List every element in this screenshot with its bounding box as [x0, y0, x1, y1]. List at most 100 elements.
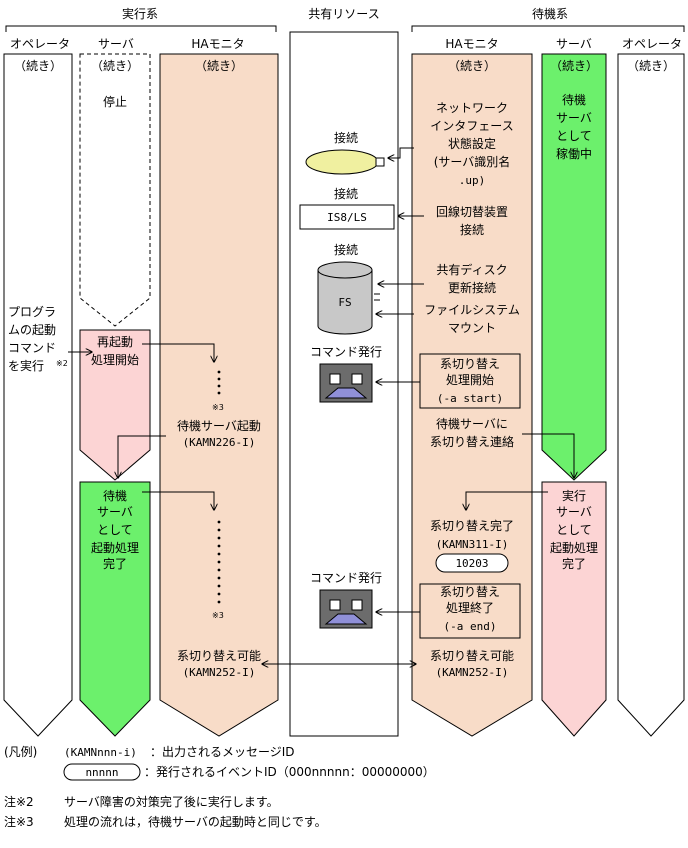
event-id-value: 10203: [455, 557, 488, 570]
svg-text:(-a end): (-a end): [444, 620, 497, 633]
svg-text:(KAMN252-I): (KAMN252-I): [436, 666, 509, 679]
svg-text:更新接続: 更新接続: [448, 280, 496, 295]
svg-text:状態設定: 状態設定: [448, 136, 496, 151]
svg-text:FS: FS: [338, 296, 351, 309]
svg-text:共有ディスク: 共有ディスク: [436, 262, 507, 277]
svg-text:ムの起動: ムの起動: [8, 323, 56, 337]
svg-text:起動処理: 起動処理: [550, 541, 598, 555]
svg-text:系切り替え: 系切り替え: [440, 585, 500, 599]
svg-text:プログラ: プログラ: [8, 305, 56, 319]
arrow-ha-to-standby: [118, 435, 166, 478]
note-2-text: サーバ障害の対策完了後に実行します。: [64, 794, 279, 809]
switch-end-label: 系切り替え 処理終了 (-a end): [440, 585, 500, 633]
left-server-standby-block: [79, 481, 151, 737]
command-icon-1: [319, 363, 373, 403]
right-server-running-label: 待機 サーバ として 稼働中: [556, 92, 592, 161]
arrow-network-state: [388, 147, 414, 158]
svg-text:稼働中: 稼働中: [556, 146, 592, 161]
left-server-stopped-lane: [79, 53, 151, 327]
svg-text:を実行: を実行: [8, 358, 44, 373]
header-active-system: 実行系: [122, 6, 158, 21]
svg-text:待機サーバに: 待機サーバに: [436, 416, 508, 431]
svg-text:ネットワーク: ネットワーク: [436, 101, 508, 115]
network-interface-icon: [305, 149, 379, 175]
svg-text:として: として: [556, 129, 592, 143]
line-switch-device-label: IS8/LS: [327, 211, 367, 224]
svg-text:サーバ: サーバ: [556, 111, 592, 125]
col-left-ha-monitor: HAモニタ: [191, 37, 244, 51]
switch-end-box: [419, 583, 521, 639]
svg-text:マウント: マウント: [448, 321, 496, 335]
svg-text:待機: 待機: [103, 488, 127, 503]
standby-system-bracket: [411, 25, 685, 32]
note-mark-3-a: ※3: [212, 403, 224, 412]
legend-event-desc: ：発行されるイベントID（000nnnnn：00000000）: [144, 765, 435, 779]
line-switch-device-box: [299, 204, 395, 230]
network-port-icon: [375, 157, 385, 167]
left-switchable-label: 系切り替え可能 (KAMN252-I): [177, 649, 261, 679]
arrow-server-to-ha: [466, 491, 548, 510]
shared-command-issue-1: コマンド発行: [310, 345, 382, 359]
legend-event-badge: [63, 763, 141, 781]
svg-text:コマンド: コマンド: [8, 341, 56, 355]
note-mark-3-b: ※3: [212, 611, 224, 620]
switch-start-box: [419, 353, 521, 409]
svg-text:接続: 接続: [460, 222, 484, 237]
svg-text:系切り替え可能: 系切り替え可能: [430, 649, 514, 663]
event-id-badge: [435, 553, 509, 573]
left-standby-running-label: 待機 サーバ として 起動処理 完了: [91, 488, 139, 571]
right-notify-label: 待機サーバに 系切り替え連絡: [430, 416, 514, 449]
svg-text:として: として: [556, 523, 592, 537]
left-ha-continued: （続き）: [195, 59, 243, 73]
right-network-state-label: ネットワーク インタフェース 状態設定 (サーバ識別名 .up): [430, 101, 513, 187]
header-shared-resources: 共有リソース: [308, 7, 379, 21]
svg-text:サーバ: サーバ: [556, 505, 592, 519]
right-fs-mount-label: ファイルシステム マウント: [424, 303, 520, 335]
shared-disk-icon: FS: [317, 261, 373, 335]
dots-continuation-1: [217, 370, 221, 395]
svg-text:(KAMN252-I): (KAMN252-I): [183, 666, 256, 679]
switch-start-label: 系切り替え 処理開始 (-a start): [437, 357, 503, 405]
left-ha-monitor-lane: [159, 53, 279, 737]
shared-connect-2: 接続: [334, 186, 358, 201]
legend-message-sample: (KAMNnnn-i): [64, 746, 137, 759]
svg-text:(サーバ識別名: (サーバ識別名: [434, 154, 511, 169]
col-right-operator: オペレータ: [622, 37, 682, 51]
col-right-ha-monitor: HAモニタ: [445, 37, 498, 51]
svg-text:(-a start): (-a start): [437, 392, 503, 405]
right-server-running-block: [541, 53, 607, 481]
left-server-restart-block: [79, 329, 151, 481]
right-ha-continued: （続き）: [448, 59, 496, 73]
svg-text:処理開始: 処理開始: [446, 373, 494, 387]
svg-text:完了: 完了: [562, 556, 586, 571]
svg-text:系切り替え連絡: 系切り替え連絡: [430, 434, 514, 449]
svg-text:※2: ※2: [56, 359, 68, 368]
left-operator-action: プログラ ムの起動 コマンド を実行 ※2: [8, 305, 68, 373]
header-standby-system: 待機系: [532, 6, 568, 21]
standby-server-start-label: 待機サーバ起動 (KAMN226-I): [177, 418, 261, 449]
right-server-execution-block: [541, 481, 607, 737]
command-icon-2: [319, 589, 373, 629]
arrow-restart-to-ha: [142, 343, 214, 362]
right-server-continued: （続き）: [550, 59, 598, 73]
svg-text:回線切替装置: 回線切替装置: [436, 204, 508, 219]
svg-text:待機サーバ起動: 待機サーバ起動: [177, 418, 261, 433]
active-system-bracket: [5, 25, 277, 32]
right-line-switch-label: 回線切替装置 接続: [436, 204, 508, 237]
right-operator-continued: （続き）: [627, 59, 675, 73]
note-3-text: 処理の流れは，待機サーバの起動時と同じです。: [64, 814, 327, 829]
left-server-continued: （続き）: [91, 59, 139, 73]
svg-text:(KAMN311-I): (KAMN311-I): [436, 538, 509, 551]
svg-text:サーバ: サーバ: [97, 505, 133, 519]
dots-continuation-2: [217, 520, 221, 604]
svg-text:起動処理: 起動処理: [91, 541, 139, 555]
legend-title: (凡例): [4, 745, 37, 759]
right-switchable-label: 系切り替え可能 (KAMN252-I): [430, 649, 514, 679]
right-switch-done-label: 系切り替え完了 (KAMN311-I): [430, 518, 514, 551]
arrow-standby-to-ha: [142, 491, 214, 510]
svg-text:完了: 完了: [103, 556, 127, 571]
svg-text:系切り替え可能: 系切り替え可能: [177, 649, 261, 663]
svg-text:インタフェース: インタフェース: [430, 119, 513, 133]
col-left-operator: オペレータ: [10, 37, 70, 51]
